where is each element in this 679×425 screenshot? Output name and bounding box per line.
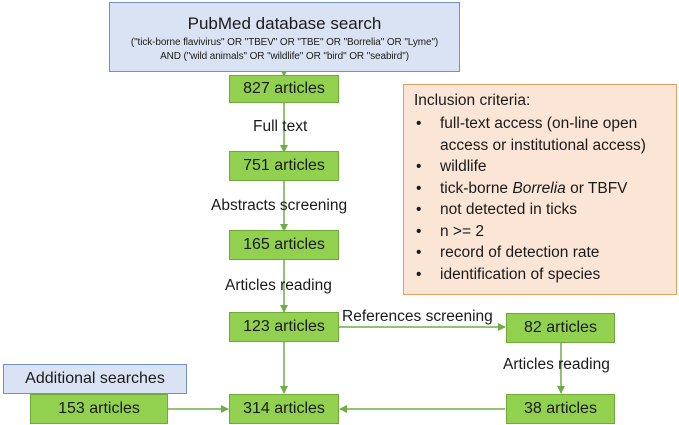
criteria-item: •n >= 2 xyxy=(416,222,484,240)
box-82-articles: 82 articles xyxy=(506,313,615,343)
pubmed-search-box: PubMed database search ("tick-borne flav… xyxy=(109,2,460,72)
criteria-item: •identification of species xyxy=(416,265,601,283)
step-abstracts-screening: Abstracts screening xyxy=(211,197,348,214)
criteria-item: •not detected in ticks xyxy=(416,201,577,218)
search-query-line-1: ("tick-borne flavivirus" OR "TBEV" OR "T… xyxy=(130,37,439,48)
criteria-item: •wildlife xyxy=(416,158,487,175)
step-references-screening: References screening xyxy=(342,308,493,325)
box-153-articles: 153 articles xyxy=(30,394,168,424)
criteria-item: •record of detection rate xyxy=(416,244,600,261)
box-165-articles: 165 articles xyxy=(229,230,339,260)
step-full-text: Full text xyxy=(253,118,308,135)
inclusion-criteria-box: Inclusion criteria: •full-text access (o… xyxy=(403,84,677,295)
criteria-title: Inclusion criteria: xyxy=(414,92,531,109)
box-123-articles: 123 articles xyxy=(229,312,339,342)
box-751-articles: 751 articles xyxy=(229,151,339,181)
box-827-articles: 827 articles xyxy=(229,75,339,103)
step-articles-reading-refs: Articles reading xyxy=(503,356,610,373)
search-query-line-2: AND ("wild animals" OR "wildlife" OR "bi… xyxy=(160,51,409,62)
criteria-item: •tick-borne Borrelia or TBFV xyxy=(416,179,628,197)
search-title: PubMed database search xyxy=(187,14,382,33)
step-articles-reading: Articles reading xyxy=(225,277,332,294)
box-314-articles: 314 articles xyxy=(229,394,339,424)
box-38-articles: 38 articles xyxy=(506,394,615,424)
additional-searches-box: Additional searches xyxy=(3,364,187,394)
